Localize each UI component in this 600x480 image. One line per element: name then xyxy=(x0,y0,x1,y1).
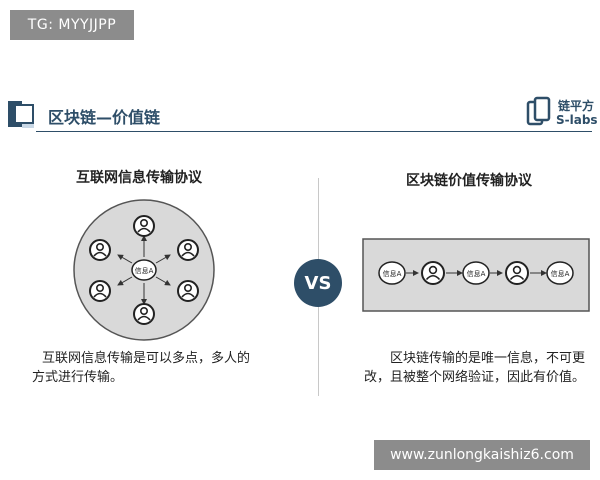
watermark-top: TG: MYYJJPP xyxy=(10,10,134,40)
left-description-line: 方式进行传输。 xyxy=(32,370,124,385)
watermark-bottom: www.zunlongkaishiz6.com xyxy=(374,440,590,470)
person-icon xyxy=(421,261,445,285)
center-node xyxy=(131,259,157,281)
left-description-line: 互联网信息传输是可以多点，多人的 xyxy=(42,351,251,366)
brand-logo-icon xyxy=(526,96,551,126)
arrow-icon xyxy=(117,235,171,305)
vs-badge: VS xyxy=(294,259,342,307)
header-square-outline xyxy=(14,104,34,124)
right-description-line: 区块链传输的是唯一信息，不可更 xyxy=(390,351,586,366)
chain-node xyxy=(546,261,574,285)
person-icon xyxy=(177,239,199,261)
person-icon xyxy=(133,303,155,325)
left-description: 互联网信息传输是可以多点，多人的 方式进行传输。 xyxy=(32,349,272,387)
chain-node xyxy=(378,261,406,285)
right-section-title: 区块链价值传输协议 xyxy=(406,173,532,189)
right-description: 区块链传输的是唯一信息，不可更 改，且被整个网络验证，因此有价值。 xyxy=(364,349,596,387)
brand-name-cn: 链平方 xyxy=(558,99,595,113)
person-icon xyxy=(505,261,529,285)
chain-node-label: 信息A xyxy=(383,269,402,278)
chain-node-label: 信息A xyxy=(467,269,486,278)
chain-node-label: 信息A xyxy=(551,269,570,278)
brand-name-en: S-labs xyxy=(556,113,598,127)
chain-node xyxy=(462,261,490,285)
page-title: 区块链—价值链 xyxy=(48,108,161,127)
right-description-line: 改，且被整个网络验证，因此有价值。 xyxy=(364,370,586,385)
blockchain-transmission-diagram: 信息A 信息A 信息A xyxy=(362,238,590,312)
person-icon xyxy=(177,280,199,302)
header-divider xyxy=(36,131,592,132)
person-icon xyxy=(133,215,155,237)
left-section-title: 互联网信息传输协议 xyxy=(76,170,202,186)
internet-transmission-diagram: 信息A xyxy=(73,199,215,341)
person-icon xyxy=(89,239,111,261)
person-icon xyxy=(89,280,111,302)
center-node-label: 信息A xyxy=(135,266,154,275)
